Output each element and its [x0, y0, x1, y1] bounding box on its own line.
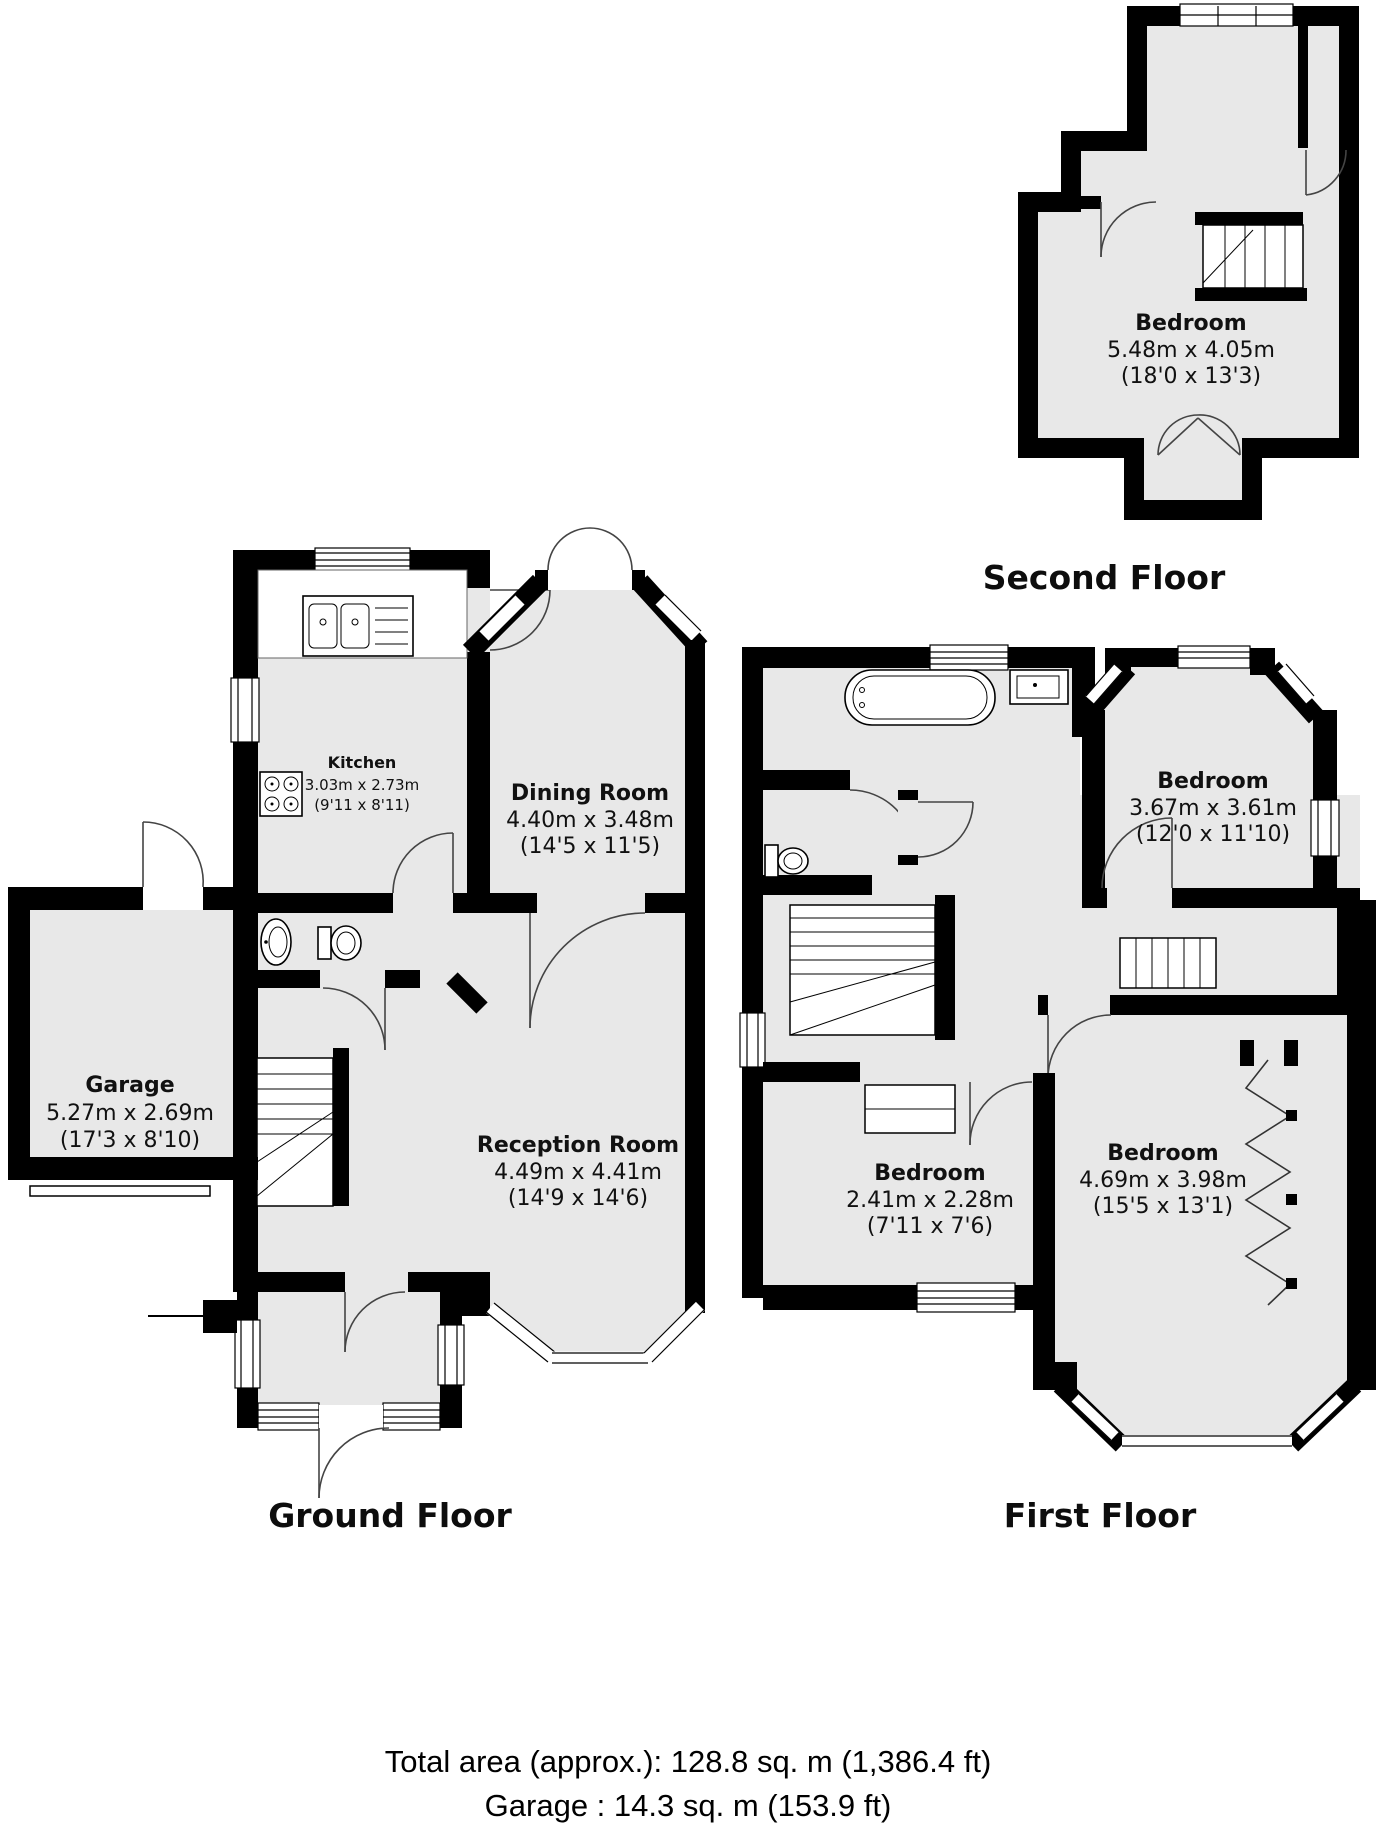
- second-closet-wall: [1298, 26, 1308, 148]
- bathtub: [844, 669, 996, 726]
- ground-stairs: [256, 1048, 349, 1207]
- second-left-closet-door-arc: [1100, 201, 1157, 258]
- hall-top-wall-3: [645, 893, 700, 913]
- garage-dim-ft: (17'3 x 8'10): [60, 1128, 200, 1153]
- garage-side-door-arc: [142, 821, 204, 888]
- total-area-text: Total area (approx.): 128.8 sq. m (1,386…: [384, 1744, 992, 1779]
- garage-name: Garage: [85, 1073, 174, 1098]
- bedroom-small-dim-ft: (7'11 x 7'6): [867, 1214, 993, 1239]
- bedroom-big-dim-m: 4.69m x 3.98m: [1079, 1168, 1247, 1193]
- bathroom-sink: [1009, 664, 1069, 705]
- corridor-step-wall: [1337, 900, 1376, 1008]
- bedroom-top-left-wall: [1082, 710, 1105, 908]
- wc-bottom-wall-2: [385, 970, 420, 988]
- porch: [233, 1272, 465, 1499]
- bedroom-small-dim-m: 2.41m x 2.28m: [846, 1188, 1014, 1213]
- kitchen-dim-m: 3.03m x 2.73m: [305, 776, 419, 794]
- wc-door-arc: [322, 987, 386, 1051]
- ground-floor-label: Ground Floor: [268, 1496, 512, 1535]
- kitchen-dining-door-arc: [489, 589, 551, 651]
- reception-dim-m: 4.49m x 4.41m: [494, 1160, 662, 1185]
- wc-bottom-wall: [233, 970, 320, 988]
- garage-dim-m: 5.27m x 2.69m: [46, 1101, 214, 1126]
- hall-top-wall-2: [453, 893, 537, 913]
- bedroom-big-door-arc: [1047, 1014, 1112, 1079]
- chimney-diagonal-wall: [446, 972, 488, 1014]
- dining-reception-door-arc: [529, 912, 646, 1029]
- second-bedroom-dim-ft: (18'0 x 13'3): [1121, 364, 1261, 389]
- first-right-wall: [1347, 1005, 1376, 1390]
- bedroom-big-name: Bedroom: [1107, 1141, 1218, 1166]
- kitchen-hall-door-arc: [392, 832, 454, 894]
- bedroom-small-door-arc: [969, 1081, 1033, 1146]
- dining-dim-m: 4.40m x 3.48m: [506, 808, 674, 833]
- bedroom-divider-wall: [1033, 1073, 1055, 1313]
- second-bedroom-dim-m: 5.48m x 4.05m: [1107, 338, 1275, 363]
- second-floor-plan: Bedroom 5.48m x 4.05m (18'0 x 13'3): [1018, 3, 1359, 520]
- wardrobe-zigzag: [1240, 1040, 1298, 1306]
- bedroom-big-dim-ft: (15'5 x 13'1): [1093, 1194, 1233, 1219]
- second-bedroom-name: Bedroom: [1135, 311, 1246, 336]
- bedroom-top-door-arc: [1101, 817, 1173, 889]
- dining-dim-ft: (14'5 x 11'5): [520, 834, 660, 859]
- second-double-door: [1156, 414, 1242, 458]
- kitchen-name: Kitchen: [328, 753, 397, 772]
- second-stairs: [1195, 212, 1307, 301]
- hall-top-wall: [258, 893, 393, 913]
- kitchen-counter-sink: [257, 569, 468, 659]
- first-top-wall: [742, 647, 1095, 668]
- dining-name: Dining Room: [511, 781, 669, 806]
- bedroom-small-closet: [864, 1084, 956, 1134]
- ground-floor-areas: [18, 560, 703, 1417]
- second-closet-door-arc: [1305, 149, 1347, 196]
- first-floor-label: First Floor: [1003, 1496, 1197, 1535]
- ground-left-wall: [233, 550, 258, 1292]
- landing-window: [739, 1012, 766, 1068]
- kitchen-dim-ft: (9'11 x 8'11): [314, 796, 410, 814]
- second-floor-label: Second Floor: [982, 558, 1226, 597]
- bedroom-big-bay: [1033, 1310, 1362, 1452]
- bedroom-top-side-window: [1310, 799, 1340, 857]
- bedroom-small-window: [916, 1282, 1016, 1313]
- dining-bay: [462, 527, 708, 660]
- bedroom-top-bay: [1077, 645, 1324, 724]
- wc-toilet: [317, 925, 362, 961]
- bedroom-top-dim-m: 3.67m x 3.61m: [1129, 796, 1297, 821]
- kitchen-side-window: [230, 677, 260, 743]
- second-left-closet-wall: [1028, 196, 1101, 209]
- bedroom-top-dim-ft: (12'0 x 11'10): [1136, 822, 1290, 847]
- garage-area-text: Garage : 14.3 sq. m (153.9 ft): [484, 1788, 892, 1823]
- first-floor-plan: Bedroom 3.67m x 3.61m (12'0 x 11'10) Bed…: [739, 644, 1376, 1452]
- kitchen-hob: [259, 771, 303, 817]
- kitchen-top-window: [314, 547, 411, 572]
- bathroom-window: [929, 644, 1009, 671]
- bathroom-bottom-wall: [742, 770, 850, 790]
- second-window-top: [1179, 3, 1294, 27]
- first-left-wall: [742, 647, 763, 1298]
- reception-name: Reception Room: [477, 1133, 679, 1158]
- bedroom-small-top-wall: [763, 1062, 860, 1082]
- bedroom-small-name: Bedroom: [874, 1161, 985, 1186]
- bedroom-big-top-wall: [1038, 995, 1360, 1015]
- first-wc: [742, 790, 974, 895]
- wc-basin: [260, 918, 292, 966]
- reception-dim-ft: (14'9 x 14'6): [508, 1186, 648, 1211]
- first-upstairs: [1119, 937, 1217, 989]
- garage-bottom-wall: [8, 1157, 258, 1180]
- ground-floor-plan: Kitchen 3.03m x 2.73m (9'11 x 8'11) Dini…: [8, 527, 708, 1499]
- garage-door: [29, 1185, 211, 1197]
- porch-side-block: [203, 1300, 237, 1333]
- bedroom-top-name: Bedroom: [1157, 769, 1268, 794]
- first-stairs: [789, 895, 955, 1040]
- second-floor-outline: [1018, 6, 1359, 520]
- ground-right-wall: [685, 640, 705, 1313]
- garage-left-wall: [8, 887, 30, 1180]
- reception-bay-window: [462, 1272, 705, 1365]
